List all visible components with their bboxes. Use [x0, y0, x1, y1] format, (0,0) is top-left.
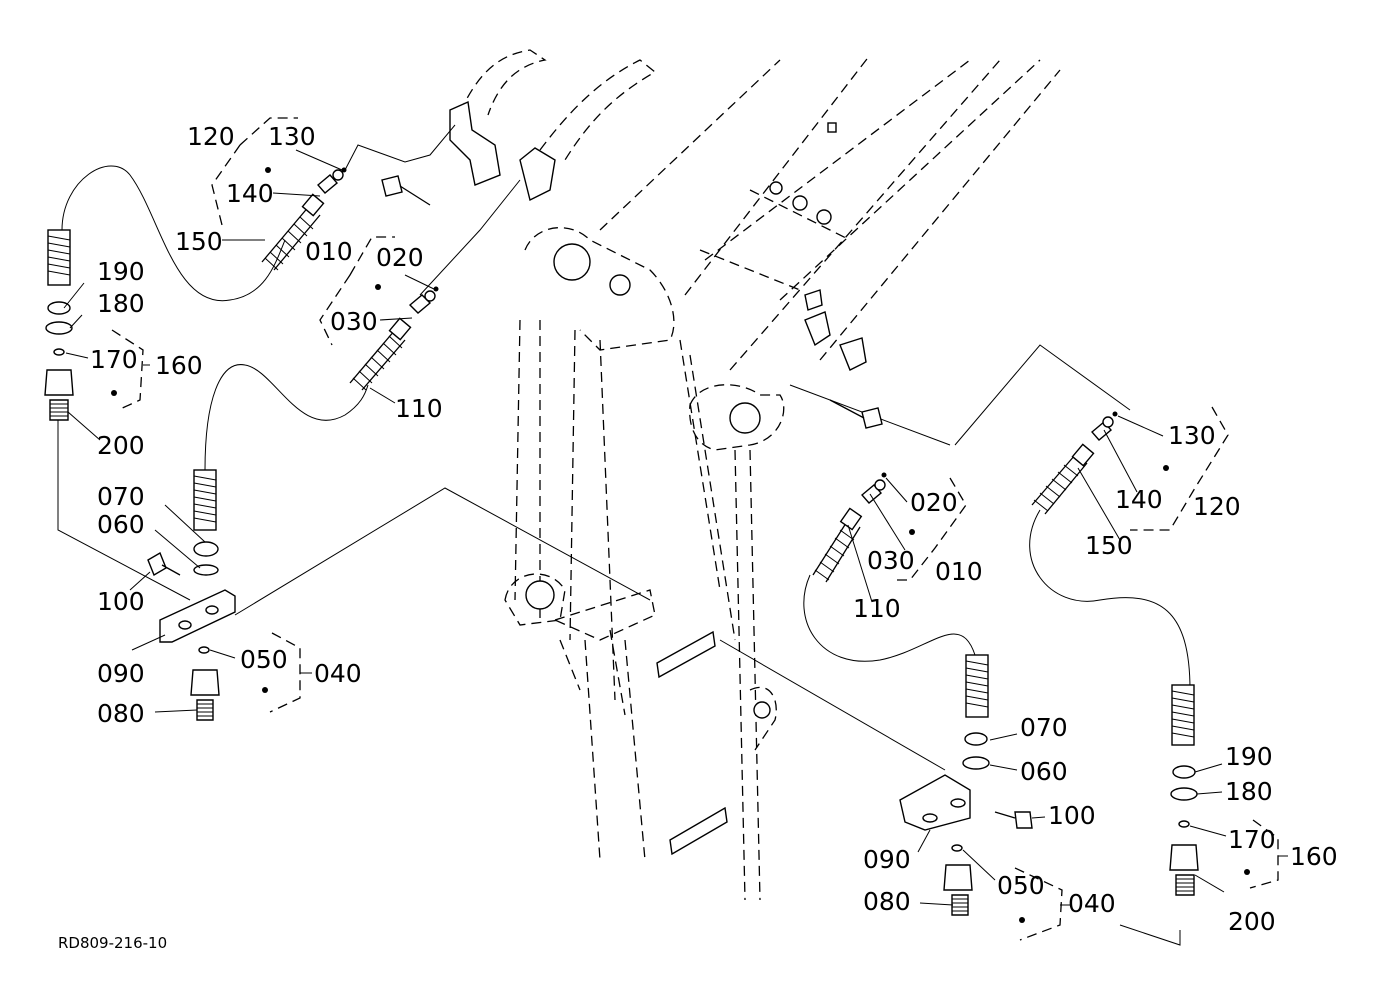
callouts-left: 120 130 140 150 010 020 030 110 190 180 … [90, 122, 443, 728]
callout-060-left: 060 [97, 510, 145, 539]
callout-070-right: 070 [1020, 713, 1068, 742]
callout-120-left: 120 [187, 122, 235, 151]
callout-140-left: 140 [226, 179, 274, 208]
callout-010-left: 010 [305, 237, 353, 266]
callout-150-right: 150 [1085, 531, 1133, 560]
spring-guard-left-lower [193, 469, 217, 531]
callout-060-right: 060 [1020, 757, 1068, 786]
callout-180-right: 180 [1225, 777, 1273, 806]
hoses [61, 165, 1191, 691]
callout-100-left: 100 [97, 587, 145, 616]
callout-130-left: 130 [268, 122, 316, 151]
left-parts [44, 167, 439, 721]
callout-020-left: 020 [376, 243, 424, 272]
callout-160-right: 160 [1290, 842, 1338, 871]
reference-code: RD809-216-10 [58, 934, 167, 952]
callout-010-right: 010 [935, 557, 983, 586]
callout-140-right: 140 [1115, 485, 1163, 514]
callout-090-right: 090 [863, 845, 911, 874]
callout-190-right: 190 [1225, 742, 1273, 771]
callout-050-left: 050 [240, 645, 288, 674]
spring-guard-right-b [1171, 684, 1195, 746]
spring-guard-150-left [261, 193, 325, 271]
callout-050-right: 050 [997, 871, 1045, 900]
spring-guard-left-vertical [47, 229, 71, 286]
machine-outline [449, 49, 1061, 901]
callout-130-right: 130 [1168, 421, 1216, 450]
callout-120-right: 120 [1193, 492, 1241, 521]
callout-080-right: 080 [863, 887, 911, 916]
callout-030-left: 030 [330, 307, 378, 336]
callout-170-right: 170 [1228, 825, 1276, 854]
callout-200-left: 200 [97, 431, 145, 460]
spring-guard-right-a [965, 654, 989, 718]
right-parts [812, 399, 1250, 923]
leader-lines [63, 117, 1288, 941]
callout-080-left: 080 [97, 699, 145, 728]
callout-180-left: 180 [97, 289, 145, 318]
callout-020-right: 020 [910, 488, 958, 517]
callout-160-left: 160 [155, 351, 203, 380]
callout-200-right: 200 [1228, 907, 1276, 936]
callout-040-right: 040 [1068, 889, 1116, 918]
callout-070-left: 070 [97, 482, 145, 511]
spring-guard-110-left [349, 317, 412, 391]
callout-170-left: 170 [90, 345, 138, 374]
callout-100-right: 100 [1048, 801, 1096, 830]
callout-150-left: 150 [175, 227, 223, 256]
spring-guard-110-right [812, 507, 863, 583]
callout-110-left: 110 [395, 394, 443, 423]
link-lines [57, 124, 1181, 946]
callout-040-left: 040 [314, 659, 362, 688]
callout-190-left: 190 [97, 257, 145, 286]
callout-030-right: 030 [867, 546, 915, 575]
callouts-right: 130 140 120 150 020 030 010 110 070 060 … [853, 421, 1338, 936]
callout-110-right: 110 [853, 594, 901, 623]
callout-090-left: 090 [97, 659, 145, 688]
